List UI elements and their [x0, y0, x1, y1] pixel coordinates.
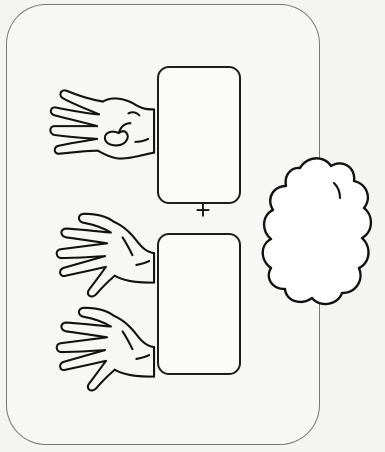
answer-box-bottom[interactable] [157, 233, 241, 375]
hand-four-fingers-icon [40, 76, 158, 192]
plus-sign: + [191, 197, 215, 223]
answer-box-top[interactable] [157, 66, 241, 204]
cloud-answer-shape[interactable] [256, 152, 378, 310]
hand-five-fingers-icon [40, 298, 158, 414]
